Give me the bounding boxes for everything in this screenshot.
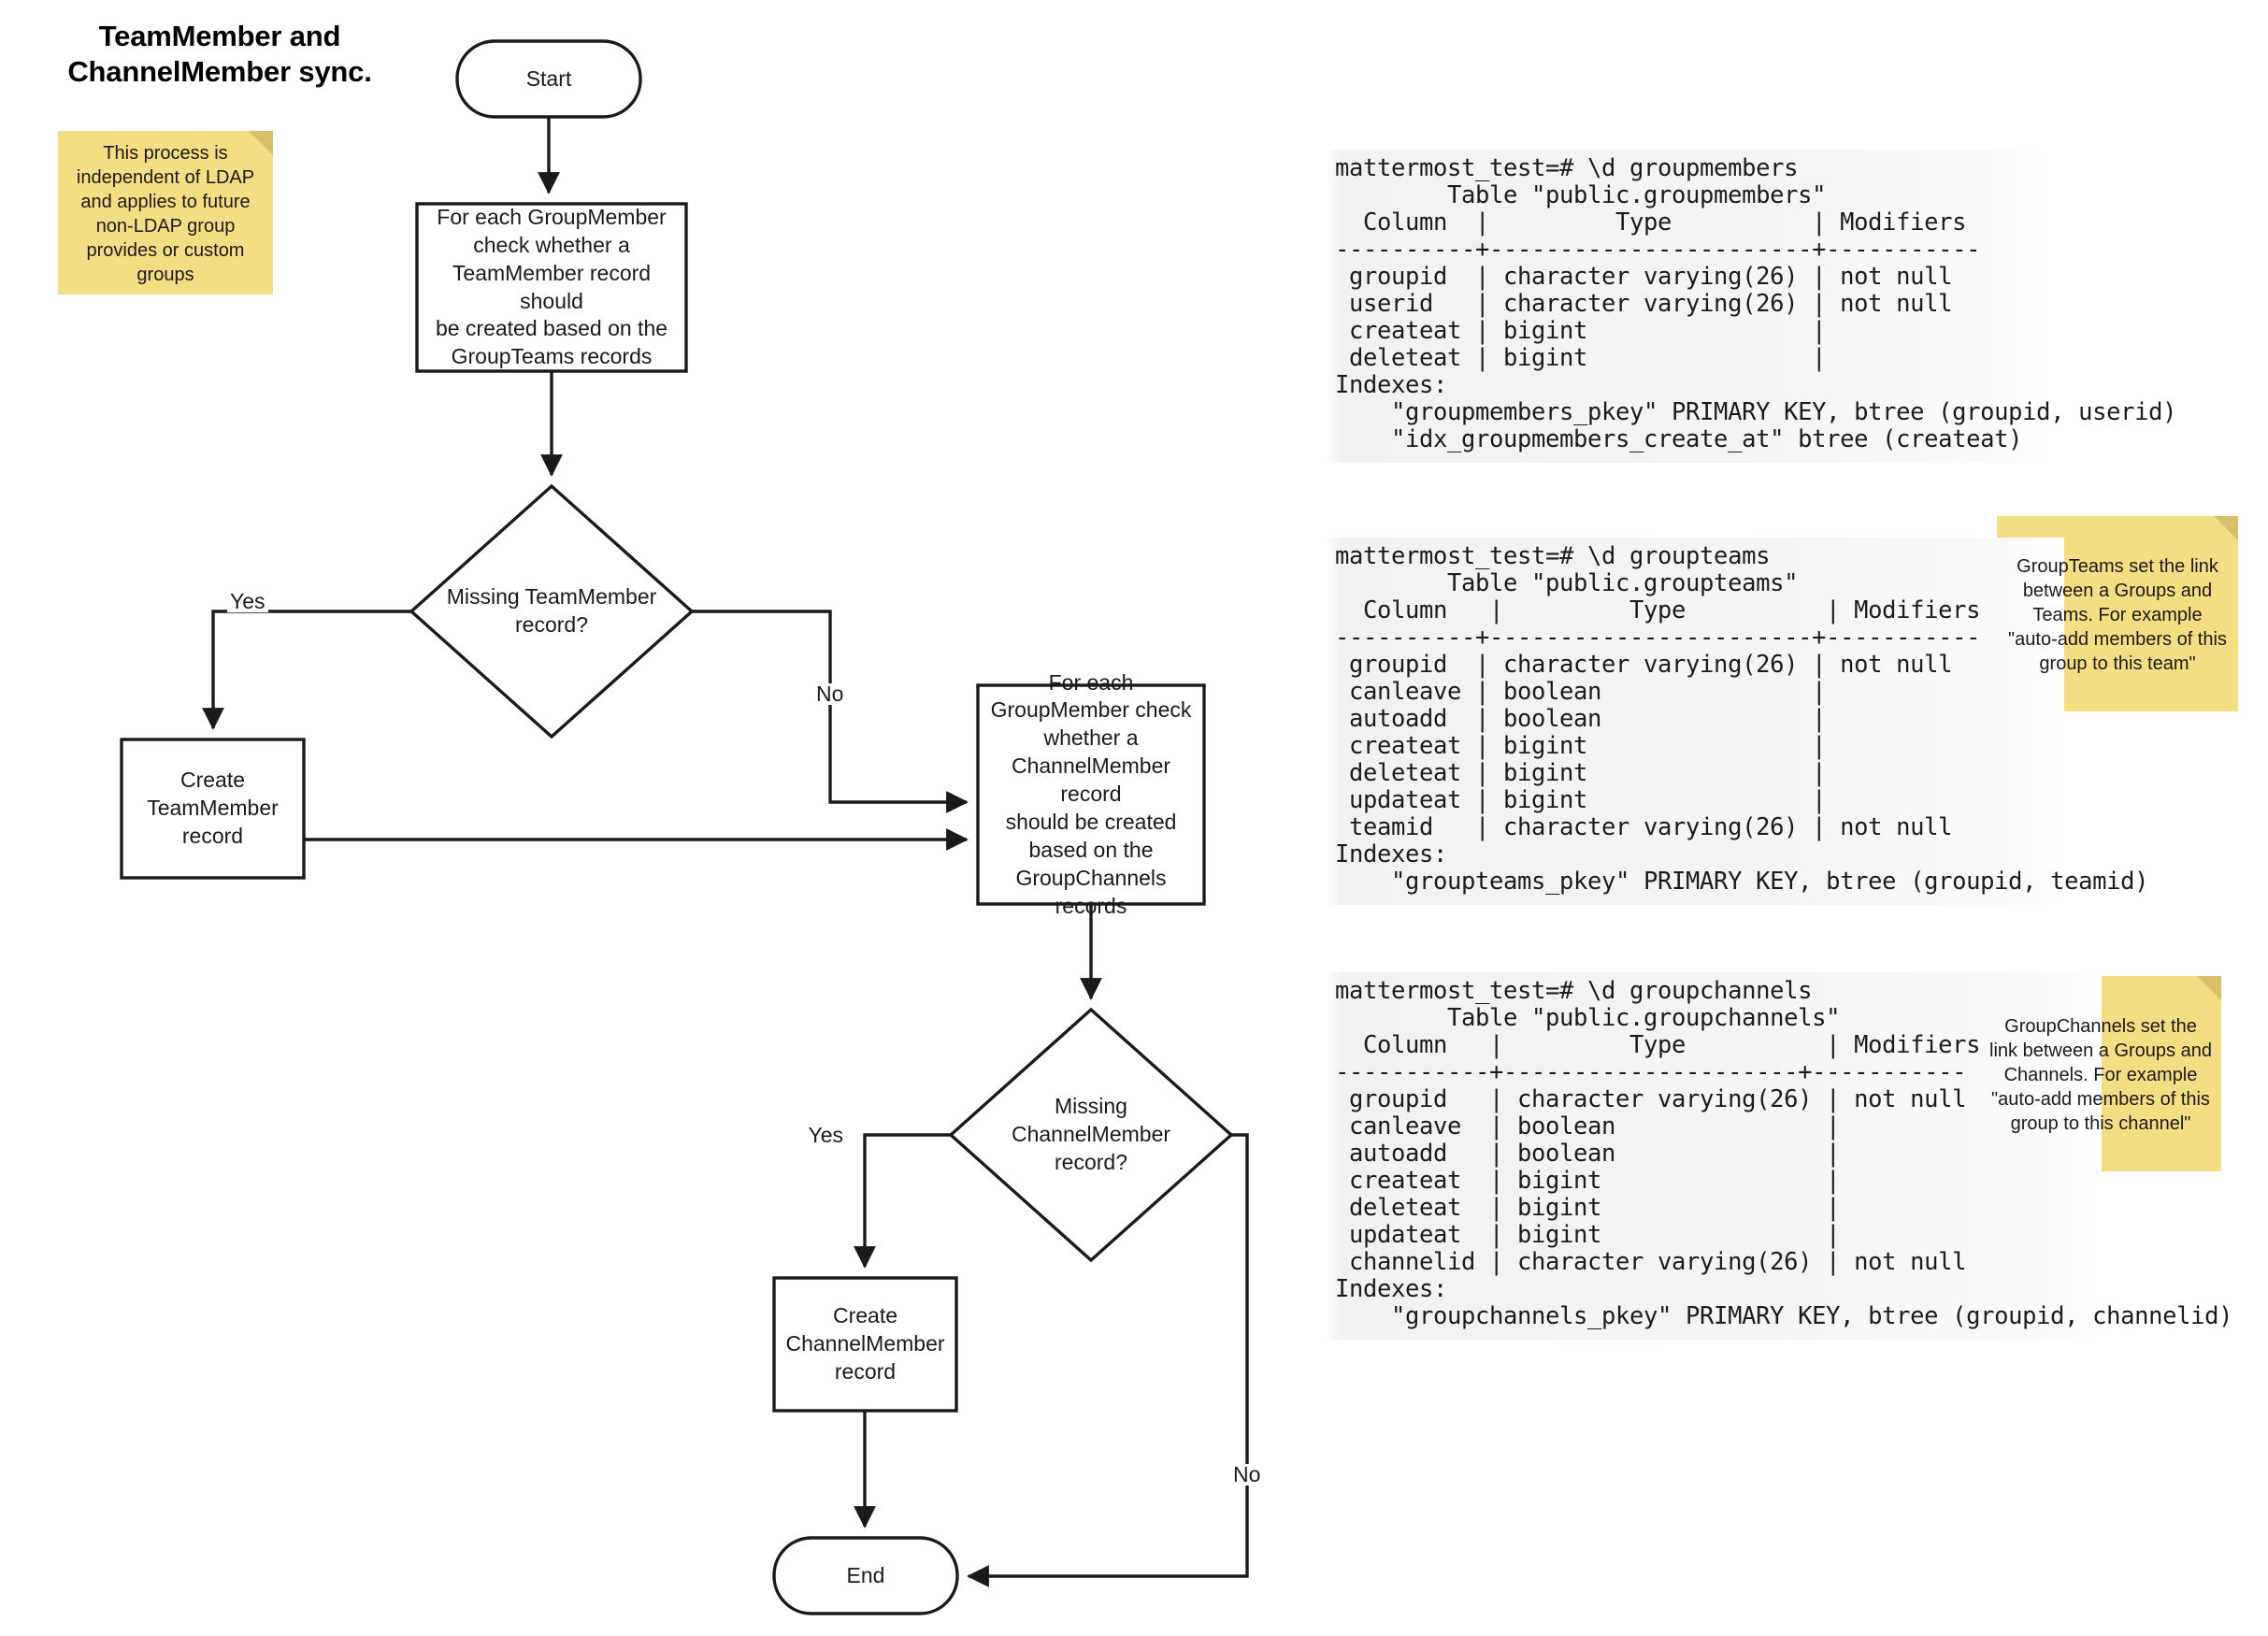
edge-label-no-channelmember: No	[1230, 1464, 1264, 1485]
edge-decision2-yes	[854, 1133, 951, 1269]
node-end	[772, 1536, 959, 1615]
note-text: GroupTeams set the link between a Groups…	[2008, 555, 2227, 674]
node-process-channelmember	[976, 683, 1206, 906]
note-ldap-independence: This process is independent of LDAP and …	[58, 131, 277, 298]
terminal-groupteams: mattermost_test=# \d groupteams Table "p…	[1326, 538, 2148, 905]
note-fold-corner-icon	[2214, 516, 2238, 540]
edge-decision2-no	[967, 1133, 1249, 1587]
note-text: GroupChannels set the link between a Gro…	[1989, 1015, 2212, 1134]
terminal-groupmembers: mattermost_test=# \d groupmembers Table …	[1326, 150, 2176, 463]
node-decision-channelmember	[948, 1007, 1234, 1263]
edge-label-no-teammember: No	[813, 683, 847, 705]
edge-label-yes-teammember: Yes	[227, 591, 268, 612]
node-start	[455, 39, 642, 119]
page-title: TeamMember and ChannelMember sync.	[67, 20, 372, 88]
node-create-teammember	[120, 738, 306, 880]
note-text: This process is independent of LDAP and …	[76, 142, 255, 285]
note-fold-corner-icon	[249, 131, 273, 155]
node-process-teammember	[415, 202, 688, 373]
edge-decision1-no	[692, 610, 969, 813]
node-decision-teammember	[409, 483, 695, 739]
note-fold-corner-icon	[2197, 976, 2221, 1000]
edge-label-yes-channelmember: Yes	[805, 1125, 846, 1146]
node-create-channelmember	[772, 1276, 958, 1413]
terminal-groupchannels: mattermost_test=# \d groupchannels Table…	[1326, 972, 2233, 1340]
edge-decision1-yes	[202, 610, 411, 730]
